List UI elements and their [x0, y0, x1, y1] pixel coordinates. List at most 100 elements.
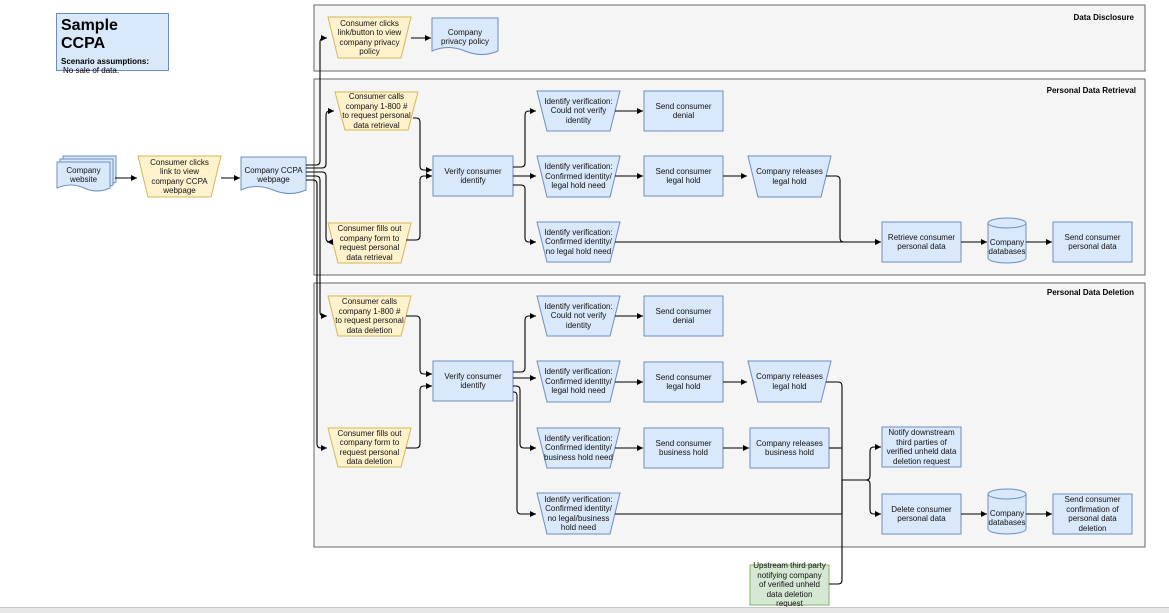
node-label: Send consumer legal hold [655, 372, 712, 392]
node-d-legalhold[interactable]: Send consumer legal hold [644, 362, 723, 402]
node-ccpa-webpage[interactable]: Company CCPA webpage [241, 157, 306, 193]
node-r-idv-no[interactable]: Identify verification: Could not verify … [539, 91, 618, 131]
node-label: Verify consumer identify [444, 371, 502, 391]
node-label: Retrieve consumer personal data [887, 232, 956, 252]
d-call-shape [327, 295, 412, 337]
node-r-releases[interactable]: Company releases legal hold [750, 156, 829, 197]
window-bottom-bar [0, 607, 1169, 613]
node-label: Company releases legal hold [756, 372, 823, 391]
node-d-form[interactable]: Consumer fills out company form to reque… [332, 428, 407, 467]
r-releases-shape [747, 155, 832, 198]
ccpa-webpage-shape [240, 156, 307, 194]
node-d-db[interactable]: Company databases [986, 503, 1028, 533]
node-d-businesshold[interactable]: Send consumer business hold [644, 428, 723, 468]
node-label: Send consumer confirmation of personal d… [1064, 495, 1121, 533]
r-idv-nolegal-shape [536, 221, 621, 263]
node-d-idv-business[interactable]: Identify verification: Confirmed identit… [539, 428, 618, 468]
node-r-send[interactable]: Send consumer personal data [1053, 222, 1132, 262]
node-r-idv-legal[interactable]: Identify verification: Confirmed identit… [539, 156, 618, 197]
node-label: Verify consumer identify [444, 166, 502, 186]
node-label: Identify verification: Could not verify … [544, 96, 613, 125]
d-delete-shape [881, 493, 962, 535]
node-d-delete[interactable]: Delete consumer personal data [882, 494, 961, 534]
node-r-verify[interactable]: Verify consumer identify [433, 156, 513, 196]
assumptions-label: Scenario assumptions: [61, 57, 150, 66]
click-ccpa-shape [137, 155, 222, 198]
r-verify-shape [432, 155, 514, 197]
d-verify-shape [432, 360, 514, 402]
node-label: Consumer calls company 1-800 # to reques… [342, 92, 411, 130]
node-label: Notify downstream third parties of verif… [886, 428, 957, 466]
assumptions-text: No sale of data. [63, 66, 120, 75]
node-d-denial[interactable]: Send consumer denial [644, 296, 723, 336]
d-rel-legal-shape [747, 360, 832, 403]
d-notify-shape [881, 426, 962, 468]
r-retrieve-shape [881, 221, 962, 263]
node-label: Consumer clicks link to view company CCP… [150, 157, 209, 196]
node-label: Identify verification: Confirmed identit… [544, 162, 613, 191]
node-click-ccpa[interactable]: Consumer clicks link to view company CCP… [142, 156, 217, 197]
node-d-notify[interactable]: Notify downstream third parties of verif… [882, 427, 961, 467]
r-idv-legal-shape [536, 155, 621, 198]
node-d-rel-legal[interactable]: Company releases legal hold [750, 361, 829, 402]
node-click-privacy[interactable]: Consumer clicks link/button to view comp… [332, 17, 407, 58]
node-d-call[interactable]: Consumer calls company 1-800 # to reques… [332, 296, 407, 336]
node-label: Consumer fills out company form to reque… [337, 428, 402, 467]
node-d-idv-legal[interactable]: Identify verification: Confirmed identit… [539, 361, 618, 402]
d-idv-legal-shape [536, 360, 621, 403]
lane-label-retrieval: Personal Data Retrieval [1046, 86, 1136, 95]
node-label: Delete consumer personal data [891, 504, 952, 524]
node-label: Company releases business hold [756, 438, 823, 458]
node-d-rel-business[interactable]: Company releases business hold [750, 428, 829, 468]
node-company-website[interactable]: Company website [57, 162, 110, 188]
node-label: Company CCPA webpage [244, 165, 303, 185]
node-label: Identify verification: Could not verify … [544, 301, 613, 330]
r-legalhold-shape [643, 155, 724, 197]
node-label: Company privacy policy [440, 27, 489, 47]
upstream-shape [749, 564, 830, 606]
node-r-db[interactable]: Company databases [986, 232, 1028, 262]
node-label: Company databases [988, 508, 1026, 528]
d-denial-shape [643, 295, 724, 337]
node-r-legalhold[interactable]: Send consumer legal hold [644, 156, 723, 196]
node-r-call[interactable]: Consumer calls company 1-800 # to reques… [339, 92, 414, 130]
node-label: Consumer clicks link/button to view comp… [337, 18, 402, 57]
d-idv-no-shape [536, 295, 621, 337]
node-label: Company website [66, 165, 101, 185]
node-label: Identify verification: Confirmed identit… [544, 227, 613, 256]
node-d-idv-none[interactable]: Identify verification: Confirmed identit… [539, 493, 618, 534]
node-label: Consumer fills out company form to reque… [337, 224, 402, 262]
d-form-shape [327, 427, 412, 468]
node-upstream[interactable]: Upstream third party notifying company o… [750, 561, 829, 608]
node-r-form[interactable]: Consumer fills out company form to reque… [332, 223, 407, 263]
d-legalhold-shape [643, 361, 724, 403]
r-form-shape [327, 222, 412, 264]
node-label: Send consumer personal data [1064, 232, 1121, 252]
company-website-shape [56, 155, 117, 192]
node-r-idv-nolegal[interactable]: Identify verification: Confirmed identit… [539, 222, 618, 262]
node-d-idv-no[interactable]: Identify verification: Could not verify … [539, 296, 618, 336]
click-privacy-shape [327, 16, 412, 59]
node-label: Identify verification: Confirmed identit… [544, 433, 613, 462]
node-label: Identify verification: Confirmed identit… [544, 367, 613, 396]
node-d-confirm[interactable]: Send consumer confirmation of personal d… [1053, 494, 1132, 534]
node-label: Send consumer denial [655, 306, 712, 326]
node-r-denial[interactable]: Send consumer denial [644, 91, 723, 131]
node-label: Send consumer business hold [655, 438, 712, 458]
connectors [115, 35, 1052, 585]
node-label: Company releases legal hold [756, 167, 823, 186]
node-d-verify[interactable]: Verify consumer identify [433, 361, 513, 401]
r-denial-shape [643, 90, 724, 132]
node-label: Send consumer denial [655, 101, 712, 121]
node-r-retrieve[interactable]: Retrieve consumer personal data [882, 222, 961, 262]
r-idv-no-shape [536, 90, 621, 132]
node-privacy-policy[interactable]: Company privacy policy [432, 18, 498, 56]
lane-label-deletion: Personal Data Deletion [1046, 288, 1134, 297]
node-label: Company databases [988, 237, 1026, 257]
shapes [56, 16, 1133, 606]
node-label: Send consumer legal hold [655, 166, 712, 186]
title-box: Sample CCPA Scenario assumptions: No sal… [56, 13, 169, 75]
node-label: Upstream third party notifying company o… [753, 561, 826, 609]
diagram-title: Sample CCPA [61, 17, 118, 52]
